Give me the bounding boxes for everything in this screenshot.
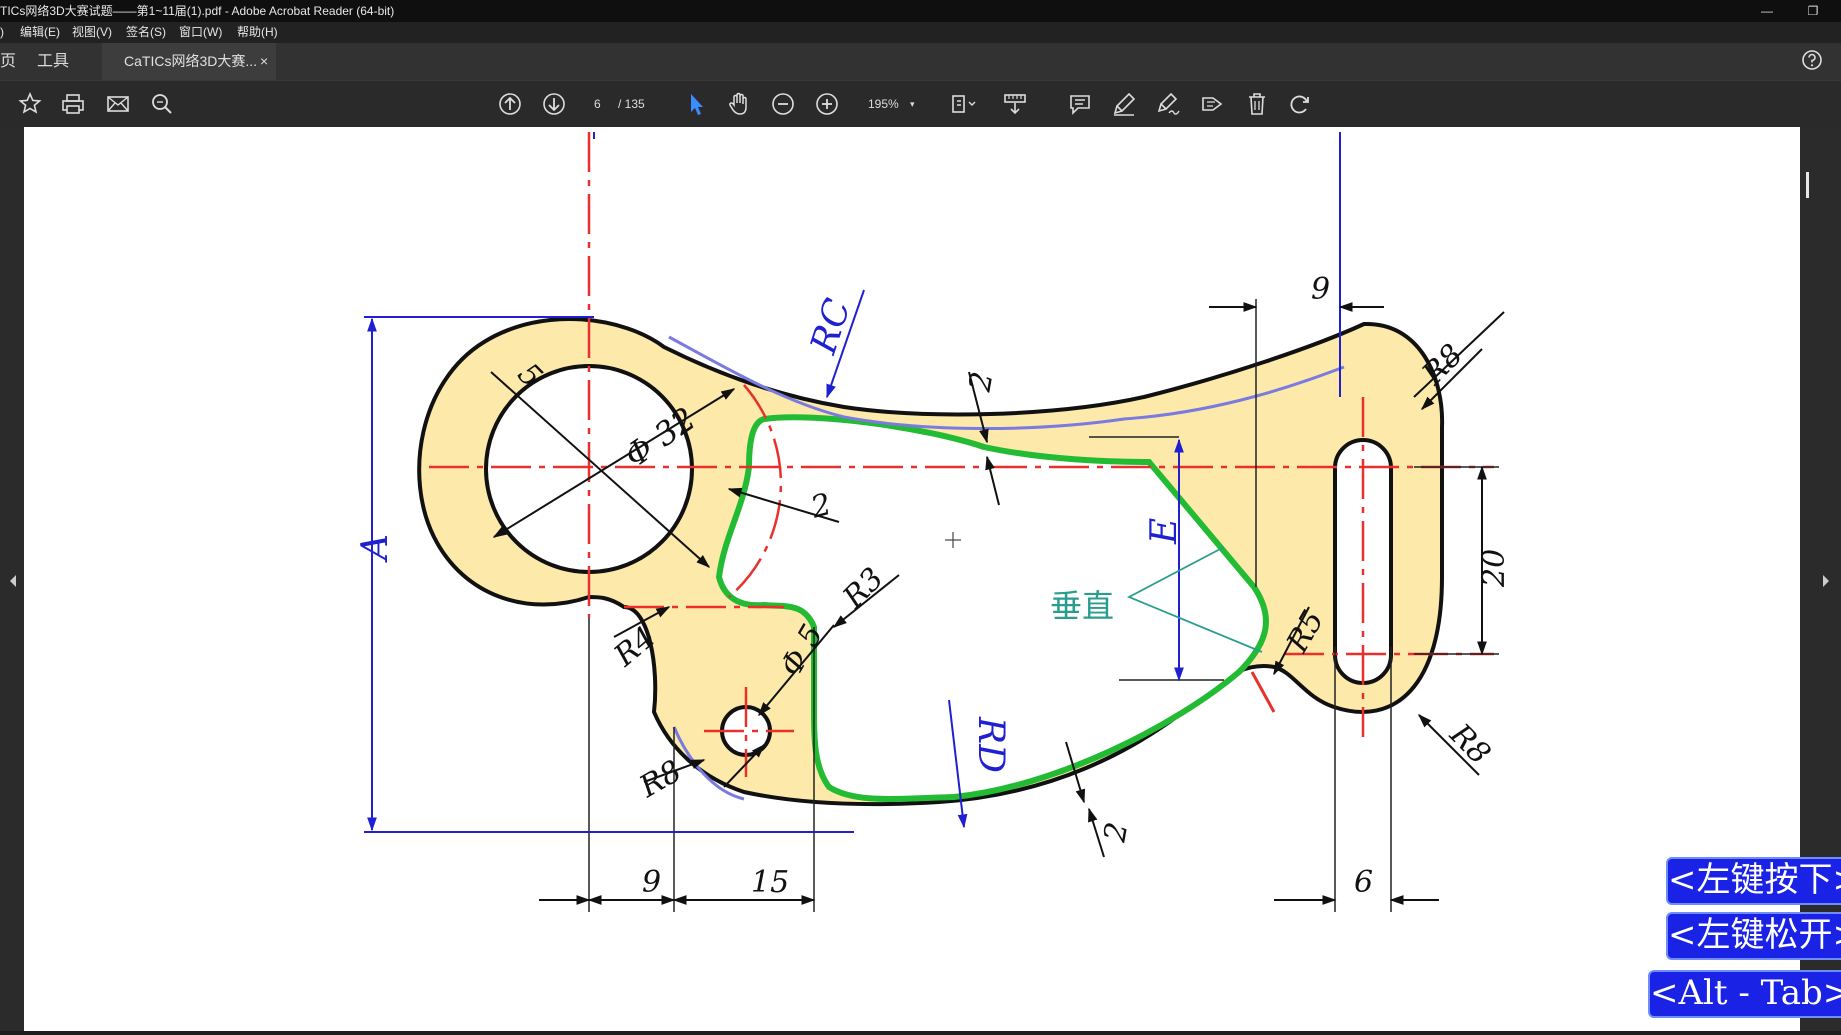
dim-20: 20 [1477,549,1512,588]
window-title: TICs网络3D大赛试题——第1~11届(1).pdf - Adobe Acro… [0,4,395,18]
dim-9-top: 9 [1311,272,1330,307]
delete-trash-icon[interactable] [1243,90,1271,118]
toolbar: 6 / 135 195% ▾ [0,80,1841,127]
dim-9-bottom: 9 [642,865,661,900]
tab-tools[interactable]: 工具 [37,53,70,70]
stamp-tag-icon[interactable] [1198,90,1226,118]
dim-r8-right: R8 [1442,717,1497,772]
expand-left-panel-icon[interactable] [9,575,17,587]
dim-6: 6 [1354,865,1373,900]
page-number-field[interactable]: 6 / 135 [582,93,658,115]
overlay-alt-tab: <Alt - Tab> [1648,970,1841,1018]
previous-page-icon[interactable] [496,90,524,118]
sign-pen-icon[interactable] [1154,90,1182,118]
document-page[interactable]: 9 R8 2 5 Φ 32 2 R3 R5 20 R4 Φ 5 R8 R8 2 … [24,127,1800,1035]
dim-a: A [355,534,396,563]
zoom-level-dropdown[interactable]: 195% ▾ [856,93,926,115]
fit-page-icon[interactable] [948,90,976,118]
menu-edit[interactable]: 编辑(E) [20,25,60,39]
dim-15: 15 [751,865,789,900]
dim-rd: RD [970,716,1011,773]
tab-close-button[interactable]: × [260,53,269,69]
vertical-annotation: 垂直 [1050,587,1114,625]
title-bar: TICs网络3D大赛试题——第1~11届(1).pdf - Adobe Acro… [0,0,1841,22]
chevron-down-icon[interactable]: ▾ [910,99,915,109]
tab-bar: 页 工具 [0,43,1841,80]
print-icon[interactable] [59,90,87,118]
next-page-icon[interactable] [540,90,568,118]
crosshair-cursor-icon [945,532,961,548]
overlay-left-down: <左键按下> [1666,857,1841,905]
help-icon[interactable] [1801,49,1823,71]
zoom-out-icon[interactable] [769,90,797,118]
tab-document[interactable]: CaTICs网络3D大赛... × [102,43,276,80]
page-total: / 135 [618,97,645,111]
comment-icon[interactable] [1066,90,1094,118]
zoom-in-icon[interactable] [813,90,841,118]
hand-tool-icon[interactable] [725,90,753,118]
menu-bar: ) 编辑(E) 视图(V) 签名(S) 窗口(W) 帮助(H) [0,22,1841,43]
dim-rc: RC [803,294,859,360]
email-icon[interactable] [104,90,132,118]
menu-help[interactable]: 帮助(H) [237,25,278,39]
scroll-mode-icon[interactable] [1001,90,1029,118]
expand-right-panel-icon[interactable] [1822,575,1830,587]
select-cursor-icon[interactable] [682,90,710,118]
zoom-level-value: 195% [868,97,899,111]
menu-window[interactable]: 窗口(W) [179,25,223,39]
dim-2-a: 2 [962,369,1000,395]
restore-button[interactable]: ❐ [1807,4,1819,18]
status-strip [0,1031,1841,1035]
dim-2-c: 2 [1097,820,1135,846]
minimize-button[interactable]: — [1761,4,1773,18]
left-panel-rail [0,127,24,1035]
bookmark-star-icon[interactable] [16,90,44,118]
inner-pocket-outline [715,414,1269,802]
scrollbar-thumb[interactable] [1806,172,1809,198]
page-current[interactable]: 6 [594,97,601,111]
rotate-icon[interactable] [1286,90,1314,118]
overlay-left-up: <左键松开> [1666,912,1841,960]
menu-view[interactable]: 视图(V) [72,25,112,39]
dim-r8-left: R8 [633,754,687,806]
highlight-pen-icon[interactable] [1110,90,1138,118]
tab-home[interactable]: 页 [0,53,17,70]
menu-file-fragment[interactable]: ) [0,25,4,39]
menu-sign[interactable]: 签名(S) [126,25,166,39]
search-icon[interactable] [148,90,176,118]
engineering-drawing: 9 R8 2 5 Φ 32 2 R3 R5 20 R4 Φ 5 R8 R8 2 … [355,132,1512,912]
dim-e: E [1144,518,1185,545]
tab-document-label: CaTICs网络3D大赛... [124,53,258,69]
